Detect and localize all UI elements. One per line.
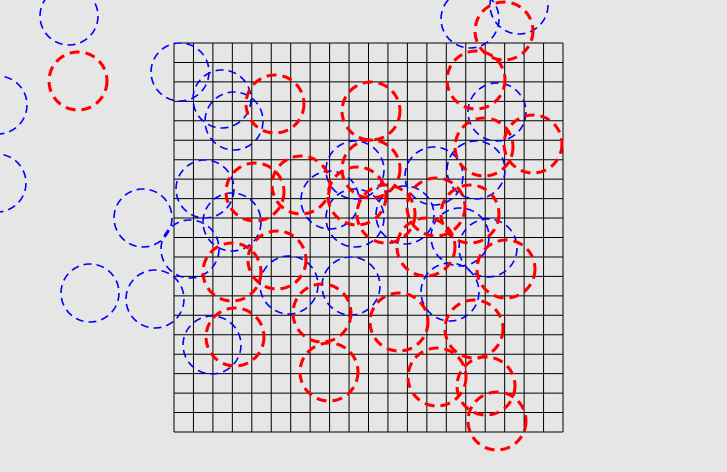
blue-dashed-circle[interactable] <box>192 69 252 129</box>
blue-dashed-circle[interactable] <box>113 188 173 248</box>
red-dashed-circle[interactable] <box>455 355 517 417</box>
blue-dashed-circle[interactable] <box>489 0 549 35</box>
red-dashed-circle[interactable] <box>340 138 402 200</box>
blue-dashed-circle[interactable] <box>175 159 235 219</box>
red-dashed-circle[interactable] <box>502 113 564 175</box>
red-dashed-circle[interactable] <box>475 238 537 300</box>
red-dashed-circle[interactable] <box>445 49 507 111</box>
blue-dashed-circle[interactable] <box>182 315 242 375</box>
red-dashed-circle[interactable] <box>405 176 467 238</box>
red-dashed-circle[interactable] <box>443 298 505 360</box>
blue-dashed-circle[interactable] <box>125 269 185 329</box>
red-dashed-circle[interactable] <box>291 282 353 344</box>
blue-dashed-circle[interactable] <box>440 0 500 49</box>
blue-dashed-circle[interactable] <box>150 42 210 102</box>
red-dashed-circle[interactable] <box>224 161 286 223</box>
red-dashed-circle[interactable] <box>466 390 528 452</box>
red-dashed-circle[interactable] <box>395 216 457 278</box>
blue-dashed-circle[interactable] <box>39 0 99 46</box>
blue-pieces[interactable] <box>0 0 549 375</box>
blue-dashed-circle[interactable] <box>0 75 28 135</box>
red-pieces[interactable] <box>47 0 564 452</box>
blue-dashed-circle[interactable] <box>404 146 464 206</box>
blue-dashed-circle[interactable] <box>325 140 385 200</box>
red-dashed-circle[interactable] <box>439 183 501 245</box>
blue-dashed-circle[interactable] <box>458 218 518 278</box>
red-dashed-circle[interactable] <box>326 165 388 227</box>
blue-dashed-circle[interactable] <box>325 188 385 248</box>
red-dashed-circle[interactable] <box>246 229 308 291</box>
blue-dashed-circle[interactable] <box>204 91 264 151</box>
blue-dashed-circle[interactable] <box>446 140 506 200</box>
red-dashed-circle[interactable] <box>47 50 109 112</box>
red-dashed-circle[interactable] <box>298 341 360 403</box>
red-dashed-circle[interactable] <box>453 116 515 178</box>
red-dashed-circle[interactable] <box>473 0 535 62</box>
blue-dashed-circle[interactable] <box>60 263 120 323</box>
red-dashed-circle[interactable] <box>406 346 468 408</box>
blue-dashed-circle[interactable] <box>420 262 480 322</box>
blue-dashed-circle[interactable] <box>202 192 262 252</box>
blue-dashed-circle[interactable] <box>0 153 27 213</box>
blue-dashed-circle[interactable] <box>160 219 220 279</box>
red-dashed-circle[interactable] <box>201 241 263 303</box>
red-dashed-circle[interactable] <box>355 183 417 245</box>
blue-dashed-circle[interactable] <box>375 185 435 245</box>
red-dashed-circle[interactable] <box>368 291 430 353</box>
red-dashed-circle[interactable] <box>244 73 306 135</box>
red-dashed-circle[interactable] <box>204 306 266 368</box>
blue-dashed-circle[interactable] <box>467 82 527 142</box>
red-dashed-circle[interactable] <box>340 80 402 142</box>
